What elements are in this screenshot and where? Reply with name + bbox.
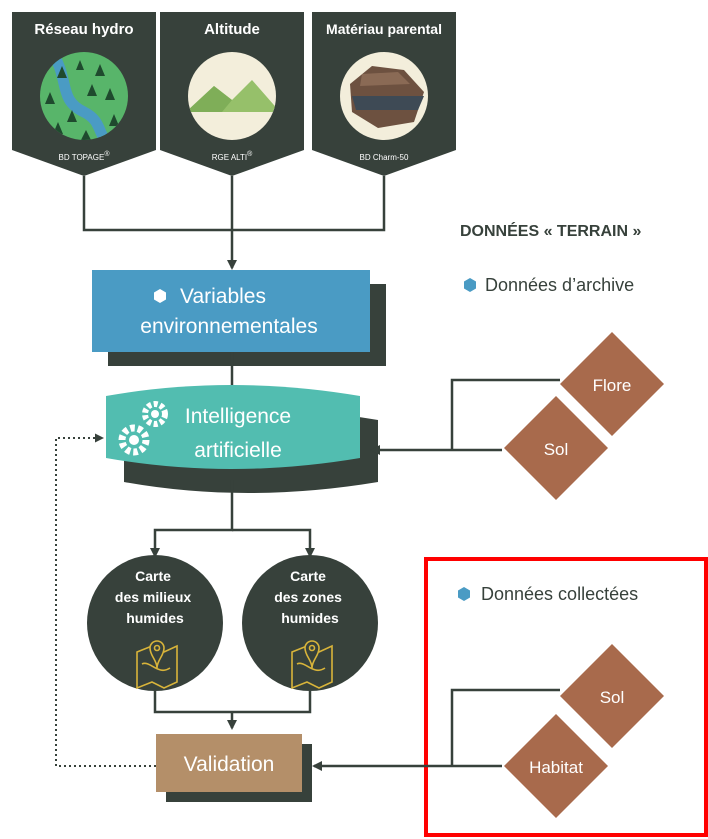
collected-sol-diamond: Sol bbox=[560, 644, 664, 748]
diamond-label: Flore bbox=[593, 376, 632, 395]
archive-hexagon-bullet-icon bbox=[464, 278, 476, 292]
diamond-label: Sol bbox=[600, 688, 625, 707]
source-connectors bbox=[82, 176, 386, 270]
ia-label-line1: Intelligence bbox=[185, 405, 291, 428]
source-badge-hydro: Réseau hydro BD TOPAGE® bbox=[12, 12, 156, 176]
source-title: Altitude bbox=[204, 21, 260, 38]
map-pin-icon bbox=[291, 640, 333, 690]
variables-label-line1: Variables bbox=[180, 285, 266, 308]
source-title: Matériau parental bbox=[326, 21, 442, 37]
archive-label: Données d’archive bbox=[485, 275, 634, 295]
archive-connectors bbox=[370, 378, 560, 455]
collected-hexagon-bullet-icon bbox=[458, 587, 470, 601]
source-title: Réseau hydro bbox=[34, 21, 133, 38]
variables-box: Variables environnementales bbox=[92, 270, 386, 366]
archive-flore-diamond: Flore bbox=[560, 332, 664, 436]
map-label: Carte des zones humides bbox=[274, 568, 346, 626]
hexagon-bullet-icon bbox=[154, 289, 166, 303]
source-caption: RGE ALTI® bbox=[212, 150, 253, 162]
map-zones-circle: Carte des zones humides bbox=[242, 555, 378, 691]
ia-box: Intelligence artificielle bbox=[106, 385, 378, 493]
map-wetlands-circle: Carte des milieux humides bbox=[87, 555, 223, 691]
validation-box: Validation bbox=[156, 734, 312, 802]
collected-label: Données collectées bbox=[481, 584, 638, 604]
source-caption: BD TOPAGE® bbox=[59, 150, 111, 162]
river-forest-icon bbox=[40, 52, 128, 140]
maps-to-validation-connectors bbox=[153, 691, 312, 730]
collected-connectors bbox=[312, 688, 560, 771]
map-pin-icon bbox=[136, 640, 178, 690]
rock-icon bbox=[340, 52, 428, 140]
archive-sol-diamond: Sol bbox=[504, 396, 608, 500]
feedback-loop-connector bbox=[55, 433, 156, 767]
diamond-label: Sol bbox=[544, 440, 569, 459]
diamond-label: Habitat bbox=[529, 758, 583, 777]
source-badge-materiau: Matériau parental BD Charm-50 bbox=[312, 12, 456, 176]
variables-label-line2: environnementales bbox=[140, 315, 317, 338]
map-label: Carte des milieux humides bbox=[115, 568, 195, 626]
source-caption: BD Charm-50 bbox=[360, 153, 409, 162]
terrain-title: DONNÉES « TERRAIN » bbox=[460, 221, 641, 240]
gears-icon bbox=[118, 401, 168, 456]
validation-label: Validation bbox=[184, 753, 275, 776]
ia-to-maps-connectors bbox=[150, 480, 315, 558]
mountain-icon bbox=[188, 52, 276, 140]
highlight-frame bbox=[424, 557, 708, 837]
collected-habitat-diamond: Habitat bbox=[504, 714, 608, 818]
source-badge-altitude: Altitude RGE ALTI® bbox=[160, 12, 304, 176]
ia-label-line2: artificielle bbox=[194, 439, 282, 462]
